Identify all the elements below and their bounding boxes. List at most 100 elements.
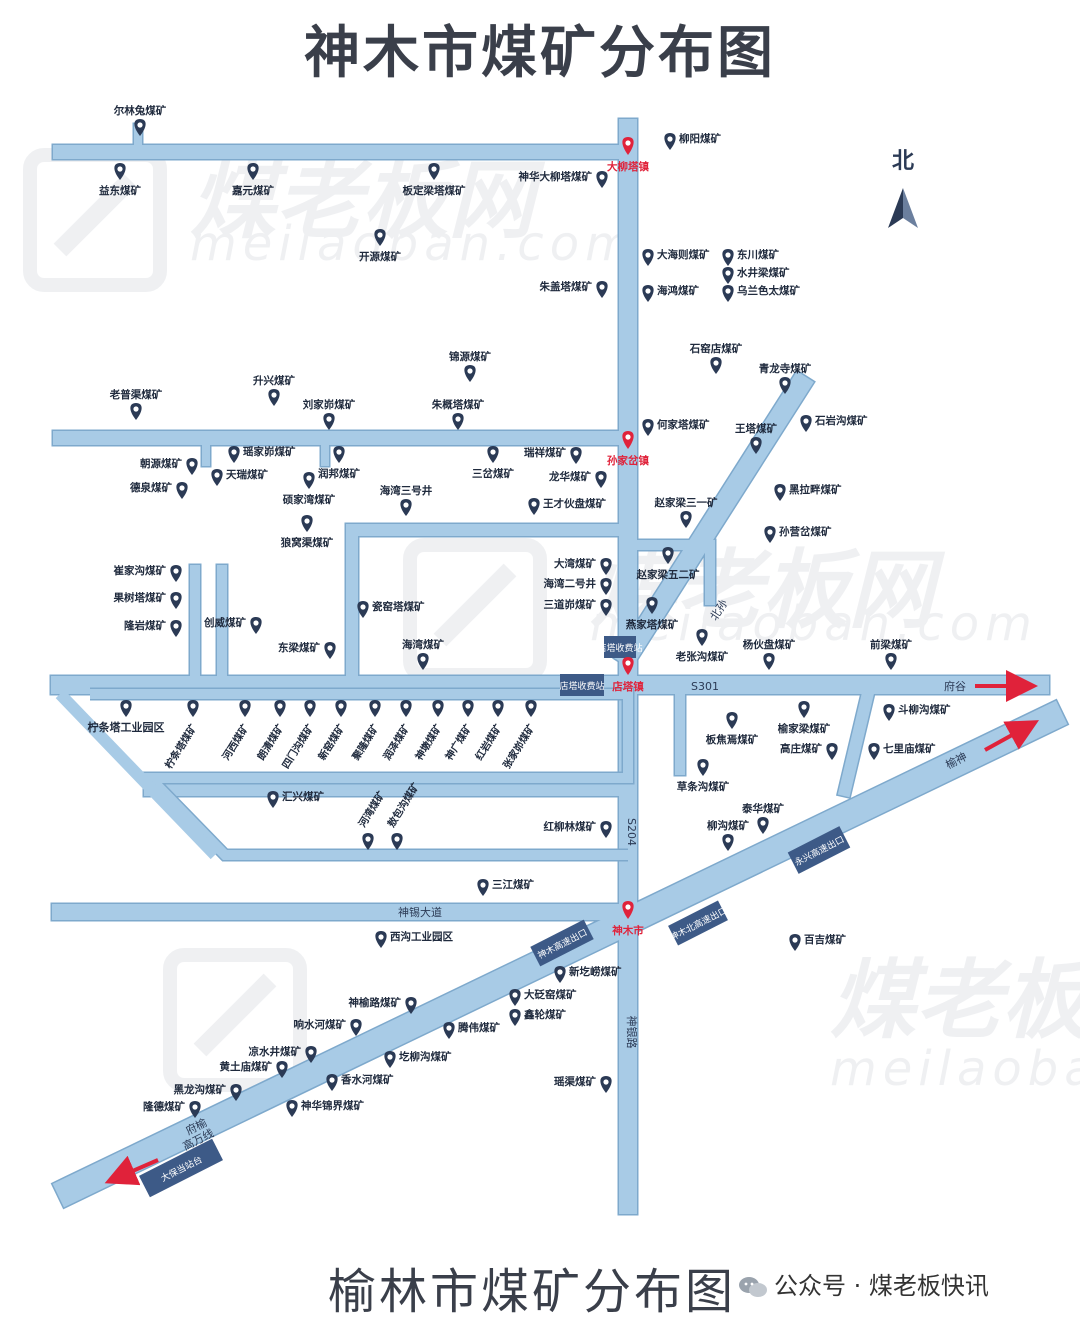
mine-marker[interactable]: 何家塔煤矿 bbox=[642, 418, 710, 436]
mine-marker[interactable]: 张家峁煤矿 bbox=[500, 700, 538, 771]
mine-marker[interactable]: 百吉煤矿 bbox=[789, 933, 846, 951]
mine-marker[interactable]: 柠条塔煤矿 bbox=[162, 700, 200, 771]
mine-marker[interactable]: 益东煤矿 bbox=[99, 163, 141, 197]
mine-marker[interactable]: 隆德煤矿 bbox=[143, 1100, 201, 1118]
mine-marker[interactable]: 高庄煤矿 bbox=[780, 742, 838, 760]
mine-marker[interactable]: 三道峁煤矿 bbox=[544, 598, 612, 616]
mine-marker[interactable]: 三岔煤矿 bbox=[472, 446, 514, 480]
mine-marker[interactable]: 七里庙煤矿 bbox=[868, 742, 936, 760]
mine-marker[interactable]: 神华大柳塔煤矿 bbox=[519, 170, 608, 188]
mine-marker[interactable]: 黄土庙煤矿 bbox=[220, 1060, 288, 1078]
mine-marker[interactable]: 鑫轮煤矿 bbox=[509, 1008, 566, 1026]
mine-marker[interactable]: 老普渠煤矿 bbox=[109, 388, 163, 420]
mine-marker[interactable]: 柳沟煤矿 bbox=[707, 819, 749, 851]
mine-marker[interactable]: 西沟工业园区 bbox=[375, 930, 453, 948]
mine-pin-icon bbox=[239, 700, 251, 717]
mine-marker[interactable]: 锦源煤矿 bbox=[449, 350, 491, 382]
mine-marker[interactable]: 升兴煤矿 bbox=[253, 374, 295, 406]
mine-marker[interactable]: 东梁煤矿 bbox=[278, 641, 336, 659]
mine-marker[interactable]: 海湾三号井 bbox=[380, 484, 433, 516]
mine-marker[interactable]: 海鸿煤矿 bbox=[642, 284, 699, 302]
mine-marker[interactable]: 赵家梁五二矿 bbox=[636, 547, 700, 581]
mine-marker[interactable]: 神广煤矿 bbox=[442, 700, 475, 763]
mine-marker[interactable]: 孙营岔煤矿 bbox=[764, 525, 832, 543]
mine-pin-icon bbox=[417, 653, 429, 670]
mine-marker[interactable]: 龙华煤矿 bbox=[548, 470, 607, 488]
mine-marker[interactable]: 朱概塔煤矿 bbox=[432, 398, 485, 430]
mine-marker[interactable]: 腾伟煤矿 bbox=[443, 1021, 500, 1039]
mine-marker[interactable]: 新窑煤矿 bbox=[315, 700, 348, 763]
mine-marker[interactable]: 杨伙盘煤矿 bbox=[743, 638, 796, 670]
mine-marker[interactable]: 硕家湾煤矿 bbox=[283, 472, 336, 506]
town-diantazhen[interactable]: 店塔镇 bbox=[611, 657, 644, 693]
mine-marker[interactable]: 香水河煤矿 bbox=[326, 1073, 394, 1091]
mine-marker[interactable]: 河湾煤矿 bbox=[356, 789, 388, 850]
mine-marker[interactable]: 前梁煤矿 bbox=[870, 638, 912, 670]
mine-marker[interactable]: 大湾煤矿 bbox=[554, 557, 612, 575]
mine-marker[interactable]: 黑拉畔煤矿 bbox=[774, 483, 842, 501]
mine-marker[interactable]: 海湾煤矿 bbox=[402, 638, 444, 670]
mine-marker[interactable]: 斗柳沟煤矿 bbox=[883, 703, 951, 721]
mine-marker[interactable]: 草条沟煤矿 bbox=[677, 759, 730, 793]
mine-marker[interactable]: 红柳林煤矿 bbox=[544, 820, 612, 838]
mine-marker[interactable]: 响水河煤矿 bbox=[294, 1018, 362, 1036]
mine-marker[interactable]: 汇兴煤矿 bbox=[267, 790, 324, 808]
mine-marker[interactable]: 崔家沟煤矿 bbox=[113, 564, 182, 582]
mine-marker[interactable]: 水井梁煤矿 bbox=[722, 266, 790, 284]
mine-marker[interactable]: 朝源煤矿 bbox=[140, 457, 198, 475]
town-sunjiacha[interactable]: 孙家岔镇 bbox=[607, 431, 649, 467]
mine-marker[interactable]: 燕家塔煤矿 bbox=[626, 597, 679, 631]
mine-marker[interactable]: 圪柳沟煤矿 bbox=[384, 1050, 452, 1068]
mine-marker[interactable]: 朱盖塔煤矿 bbox=[540, 280, 608, 298]
mine-marker[interactable]: 大砭窑煤矿 bbox=[509, 988, 577, 1006]
mine-marker[interactable]: 四门沟煤矿 bbox=[279, 700, 317, 771]
mine-marker[interactable]: 润邦煤矿 bbox=[318, 446, 360, 480]
mine-marker[interactable]: 朗清煤矿 bbox=[254, 700, 287, 763]
mine-marker[interactable]: 凉水井煤矿 bbox=[249, 1045, 317, 1063]
mine-marker[interactable]: 神华锦界煤矿 bbox=[286, 1099, 364, 1117]
mine-marker[interactable]: 王才伙盘煤矿 bbox=[528, 497, 606, 515]
mine-marker[interactable]: 青龙寺煤矿 bbox=[759, 362, 812, 394]
mine-marker[interactable]: 黑龙沟煤矿 bbox=[174, 1083, 242, 1101]
mine-marker[interactable]: 王塔煤矿 bbox=[735, 422, 777, 454]
mine-marker[interactable]: 老张沟煤矿 bbox=[675, 629, 729, 663]
mine-marker[interactable]: 天瑞煤矿 bbox=[211, 468, 268, 486]
mine-marker[interactable]: 瑶家峁煤矿 bbox=[228, 445, 296, 463]
mine-marker[interactable]: 海湾二号井 bbox=[544, 577, 612, 595]
town-shenmushi[interactable]: 神木市 bbox=[612, 901, 644, 937]
mine-marker[interactable]: 神榆路煤矿 bbox=[349, 996, 417, 1014]
mine-label: 海湾三号井 bbox=[380, 484, 433, 497]
mine-marker[interactable]: 三江煤矿 bbox=[477, 878, 534, 896]
mine-marker[interactable]: 乌兰色太煤矿 bbox=[722, 284, 800, 302]
mine-marker[interactable]: 泰华煤矿 bbox=[741, 802, 784, 834]
mine-marker[interactable]: 狼窝渠煤矿 bbox=[280, 515, 334, 549]
mine-marker[interactable]: 开源煤矿 bbox=[359, 229, 401, 263]
mine-marker[interactable]: 瑶渠煤矿 bbox=[554, 1075, 612, 1093]
mine-marker[interactable]: 大海则煤矿 bbox=[642, 248, 710, 266]
mine-marker[interactable]: 德泉煤矿 bbox=[129, 481, 188, 499]
mine-marker[interactable]: 隆岩煤矿 bbox=[124, 619, 182, 637]
mine-marker[interactable]: 榆家梁煤矿 bbox=[778, 701, 831, 735]
mine-marker[interactable]: 石岩沟煤矿 bbox=[800, 414, 868, 432]
mine-marker[interactable]: 赵家梁三一矿 bbox=[654, 496, 718, 528]
mine-marker[interactable]: 嘉元煤矿 bbox=[231, 163, 274, 197]
mine-marker[interactable]: 创威煤矿 bbox=[203, 616, 262, 634]
mine-marker[interactable]: 瓷窑塔煤矿 bbox=[357, 600, 425, 618]
mine-marker[interactable]: 神墩煤矿 bbox=[412, 700, 445, 763]
mine-marker[interactable]: 瑞祥煤矿 bbox=[524, 446, 582, 464]
mine-marker[interactable]: 润泽煤矿 bbox=[380, 700, 413, 763]
mine-marker[interactable]: 红岩煤矿 bbox=[472, 700, 505, 763]
town-dalinta[interactable]: 大柳塔镇 bbox=[607, 137, 649, 173]
mine-marker[interactable]: 板焦焉煤矿 bbox=[706, 712, 759, 746]
mine-marker[interactable]: 河西煤矿 bbox=[219, 700, 252, 763]
mine-marker[interactable]: 柠条塔工业园区 bbox=[88, 700, 165, 734]
mine-marker[interactable]: 果树塔煤矿 bbox=[113, 591, 182, 609]
mine-marker[interactable]: 新圪崂煤矿 bbox=[554, 965, 622, 983]
mine-marker[interactable]: 板定梁塔煤矿 bbox=[403, 163, 466, 197]
mine-marker[interactable]: 刘家峁煤矿 bbox=[303, 398, 356, 430]
mine-marker[interactable]: 石窑店煤矿 bbox=[689, 342, 743, 374]
mine-marker[interactable]: 尔林兔煤矿 bbox=[113, 104, 167, 136]
mine-marker[interactable]: 东川煤矿 bbox=[722, 248, 779, 266]
mine-marker[interactable]: 柳阳煤矿 bbox=[664, 132, 721, 150]
mine-marker[interactable]: 聚隆煤矿 bbox=[349, 700, 382, 763]
